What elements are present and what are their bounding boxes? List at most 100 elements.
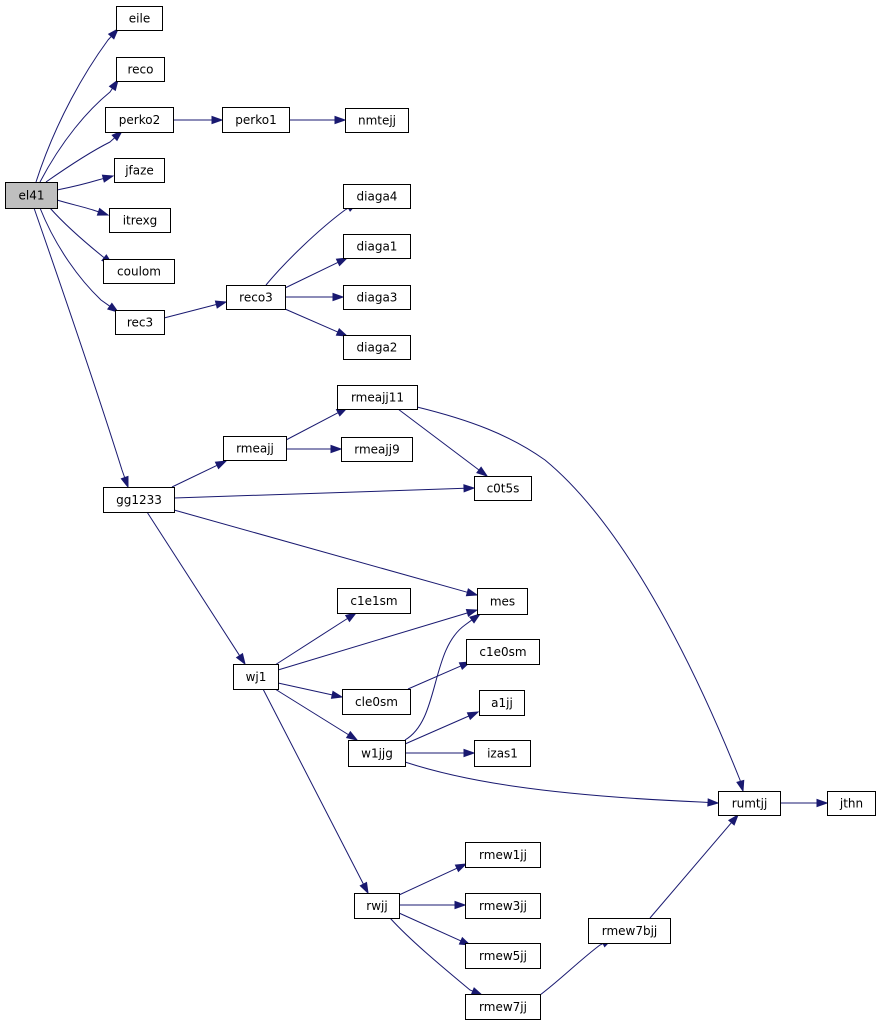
edge-line: [173, 487, 466, 499]
node-box: [345, 108, 409, 133]
node-eile[interactable]: eile: [116, 6, 163, 31]
node-box: [348, 740, 406, 767]
node-label: reco3: [239, 291, 273, 305]
edge-el41-to-perko2: [45, 129, 124, 183]
node-rmew7bjj[interactable]: rmew7bjj: [588, 918, 671, 944]
edge-line: [404, 761, 710, 804]
node-mes[interactable]: mes: [477, 588, 528, 615]
edge-line: [284, 308, 339, 333]
edge-line: [398, 867, 459, 896]
node-rmeajj11[interactable]: rmeajj11: [337, 385, 418, 410]
edge-line: [171, 464, 219, 488]
edge-arrowhead: [96, 207, 110, 216]
node-label: diaga2: [357, 341, 398, 355]
edge-rmeajj11-to-c0t5s: [397, 408, 489, 477]
edge-rwjj-to-rmew5jj: [398, 912, 472, 946]
edge-line: [404, 715, 470, 745]
edge-arrowhead: [727, 813, 739, 826]
node-label: a1jj: [491, 696, 513, 710]
node-nmtejj[interactable]: nmtejj: [345, 108, 409, 133]
node-wj1[interactable]: wj1: [233, 664, 279, 690]
node-a1jj[interactable]: a1jj: [479, 690, 525, 716]
node-jfaze[interactable]: jfaze: [114, 158, 165, 183]
edge-line: [389, 917, 474, 992]
node-cle0sm[interactable]: cle0sm: [342, 689, 411, 715]
node-label: rmew5jj: [479, 949, 527, 963]
edge-wj1-to-w1jjg: [274, 688, 359, 741]
node-label: c1e1sm: [350, 594, 397, 608]
node-jthn[interactable]: jthn: [827, 791, 876, 816]
node-w1jjg[interactable]: w1jjg: [348, 740, 406, 767]
edge-line: [277, 682, 334, 696]
node-perko2[interactable]: perko2: [105, 107, 174, 133]
node-diaga4[interactable]: diaga4: [343, 184, 411, 209]
node-label: cle0sm: [355, 695, 398, 709]
edge-arrowhead: [332, 292, 345, 302]
edge-el41-to-gg1233: [33, 207, 129, 489]
node-diaga2[interactable]: diaga2: [343, 335, 411, 360]
node-label: diaga1: [357, 240, 398, 254]
edge-arrowhead: [463, 748, 476, 758]
edge-el41-to-rec3: [39, 207, 120, 313]
node-itrexg[interactable]: itrexg: [109, 208, 171, 233]
node-reco[interactable]: reco: [116, 57, 165, 82]
node-el41[interactable]: el41: [5, 182, 58, 209]
node-box: [115, 310, 165, 335]
node-gg1233[interactable]: gg1233: [103, 487, 175, 513]
edge-wj1-to-cle0sm: [277, 682, 344, 699]
node-rec3[interactable]: rec3: [115, 310, 165, 335]
node-label: c0t5s: [487, 482, 520, 496]
edge-arrowhead: [463, 484, 476, 493]
edge-perko1-to-nmtejj: [289, 115, 347, 125]
node-box: [342, 689, 411, 715]
edge-el41-to-coulom: [49, 207, 114, 265]
edge-el41-to-itrexg: [56, 199, 110, 216]
node-c0t5s[interactable]: c0t5s: [474, 476, 532, 501]
node-reco3[interactable]: reco3: [226, 285, 286, 310]
edge-line: [404, 618, 474, 741]
node-rmew1jj[interactable]: rmew1jj: [465, 842, 541, 868]
node-rmeajj9[interactable]: rmeajj9: [341, 437, 413, 462]
edge-arrowhead: [120, 475, 129, 489]
edge-arrowhead: [469, 613, 482, 624]
edge-arrowhead: [476, 466, 489, 477]
node-label: wj1: [246, 670, 267, 684]
node-c1e1sm[interactable]: c1e1sm: [337, 588, 411, 614]
edge-cle0sm-to-c1e0sm: [407, 661, 472, 690]
node-box: [343, 335, 411, 360]
edge-line: [285, 411, 340, 441]
node-box: [114, 158, 165, 183]
node-rmew5jj[interactable]: rmew5jj: [465, 943, 541, 969]
edge-arrowhead: [101, 174, 115, 183]
edge-el41-to-eile: [35, 27, 120, 183]
node-label: perko2: [119, 113, 160, 127]
node-rmew3jj[interactable]: rmew3jj: [465, 893, 541, 919]
edge-w1jjg-to-rumtjj: [404, 761, 720, 807]
node-box: [337, 385, 418, 410]
node-label: eile: [129, 12, 150, 26]
node-rwjj[interactable]: rwjj: [354, 893, 400, 919]
edge-arrowhead: [106, 302, 120, 313]
node-diaga3[interactable]: diaga3: [343, 285, 411, 310]
node-rmew7jj[interactable]: rmew7jj: [465, 994, 541, 1020]
edge-arrowhead: [454, 863, 468, 873]
node-diaga1[interactable]: diaga1: [343, 234, 411, 259]
node-label: coulom: [117, 265, 161, 279]
edge-line: [397, 408, 481, 471]
node-c1e0sm[interactable]: c1e0sm: [466, 639, 540, 665]
node-coulom[interactable]: coulom: [103, 259, 175, 284]
edge-line: [173, 509, 469, 594]
edge-wj1-to-mes: [277, 609, 479, 671]
node-label: izas1: [487, 747, 518, 761]
node-perko1[interactable]: perko1: [222, 107, 290, 133]
node-box: [226, 285, 286, 310]
node-label: reco: [128, 63, 154, 77]
edge-line: [649, 821, 733, 919]
node-izas1[interactable]: izas1: [474, 740, 531, 767]
edge-arrowhead: [465, 609, 479, 618]
edge-gg1233-to-rmeajj: [171, 460, 228, 488]
node-rumtjj[interactable]: rumtjj: [718, 791, 781, 816]
edge-rumtjj-to-jthn: [780, 798, 829, 808]
node-rmeajj[interactable]: rmeajj: [223, 436, 287, 461]
